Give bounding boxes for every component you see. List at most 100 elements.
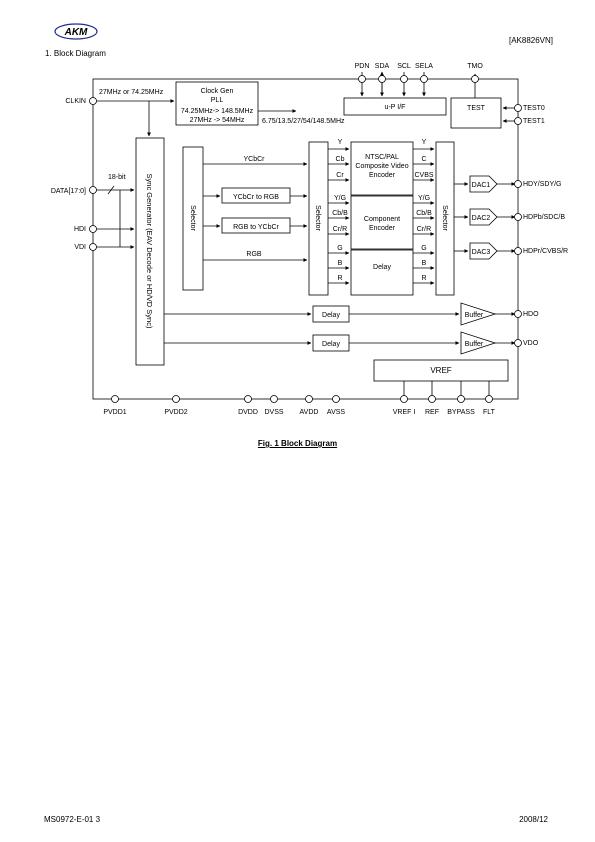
dac-selector-block <box>435 141 455 296</box>
input-selector-block <box>182 146 204 291</box>
akm-logo: AKM <box>54 23 98 40</box>
tmo-pin-label: TMO <box>467 63 483 70</box>
delay-block-rgb <box>350 249 414 296</box>
pin-avss <box>332 395 340 403</box>
pin-hdo <box>514 310 522 318</box>
rgb-to-ycbcr-block <box>221 217 291 234</box>
pin-avdd <box>305 395 313 403</box>
component-encoder-block <box>350 195 414 250</box>
bus-width-label: 18-bit <box>108 174 126 181</box>
sela-pin-label: SELA <box>415 63 433 70</box>
pin-tmo <box>471 75 479 83</box>
hdi-pin-label: HDI <box>74 226 86 233</box>
clock-gen-line4: 27MHz -> 54MHz <box>190 117 245 124</box>
dac2-block <box>469 208 498 226</box>
dac1-block <box>469 175 498 193</box>
pin-test0 <box>514 104 522 112</box>
ntsc-label-1: NTSC/PAL <box>365 154 399 161</box>
ycbcr-to-rgb-block <box>221 187 291 204</box>
figure-caption: Fig. 1 Block Diagram <box>257 439 338 448</box>
pin-dvss <box>270 395 278 403</box>
b-out-label: B <box>422 260 427 267</box>
dac1-out-pin-label: HDY/SDY/G <box>523 181 562 188</box>
hdo-buffer <box>460 302 497 326</box>
ycbcr-signal-label: YCbCr <box>243 156 265 163</box>
yg-out-label: Y/G <box>418 195 430 202</box>
footer-date: 2008/12 <box>519 815 548 824</box>
component-label-2: Encoder <box>369 225 396 232</box>
cb-in-label: Cb <box>336 156 345 163</box>
pin-test1 <box>514 117 522 125</box>
pin-pvdd1 <box>111 395 119 403</box>
cbb-out-label: Cb/B <box>416 210 432 217</box>
pin-scl <box>400 75 408 83</box>
up-if-block <box>343 97 447 116</box>
vdo-pin-label: VDO <box>523 340 539 347</box>
test-block <box>450 97 502 129</box>
ref-pin-label: REF <box>425 409 439 416</box>
pin-dac1-out <box>514 180 522 188</box>
pin-ref <box>428 395 436 403</box>
c-out-label: C <box>421 156 426 163</box>
r-out-label: R <box>421 275 426 282</box>
dac-selector-label: Selector <box>441 205 448 231</box>
dac3-label: DAC3 <box>472 249 491 256</box>
avdd-pin-label: AVDD <box>300 409 319 416</box>
hdo-pin-label: HDO <box>523 311 539 318</box>
component-label-1: Component <box>364 216 400 223</box>
section-title: 1. Block Diagram <box>45 49 106 58</box>
input-selector-label: Selector <box>189 205 196 231</box>
clock-gen-block <box>175 81 259 126</box>
pin-pvdd2 <box>172 395 180 403</box>
clock-input-note: 27MHz or 74.25MHz <box>99 89 164 96</box>
pin-flt <box>485 395 493 403</box>
rgb-to-ycbcr-label: RGB to YCbCr <box>233 224 279 231</box>
test-label: TEST <box>467 105 486 112</box>
clock-gen-line2: PLL <box>211 97 224 104</box>
footer-doc-id: MS0972-E-01 3 <box>44 815 101 824</box>
y-in-label: Y <box>338 139 343 146</box>
pin-vdi <box>89 243 97 251</box>
vref-block <box>373 359 509 382</box>
part-number: [AK8826VN] <box>508 36 553 45</box>
hdo-delay-label: Delay <box>322 312 340 319</box>
vdo-buffer-label: Buffer <box>465 341 484 348</box>
flt-pin-label: FLT <box>483 409 496 416</box>
ntsc-label-2: Composite Video <box>355 163 408 170</box>
pin-data <box>89 186 97 194</box>
pin-vrefi <box>400 395 408 403</box>
pin-sda <box>378 75 386 83</box>
cr-in-label: Cr <box>336 172 344 179</box>
ycbcr-to-rgb-label: YCbCr to RGB <box>233 194 279 201</box>
clkin-pin-label: CLKIN <box>65 98 86 105</box>
vdi-pin-label: VDI <box>74 244 86 251</box>
sync-generator-label: Sync Generator (EAV Decode or HD/VD Sync… <box>145 174 154 329</box>
data-pin-label: DATA[17:0] <box>51 188 86 195</box>
pin-sela <box>420 75 428 83</box>
logo-text: AKM <box>64 27 88 38</box>
ntsc-pal-encoder-block <box>350 141 414 196</box>
pin-clkin <box>89 97 97 105</box>
pdn-pin-label: PDN <box>355 63 370 70</box>
dac3-out-pin-label: HDPr/CVBS/R <box>523 248 568 255</box>
pin-hdi <box>89 225 97 233</box>
dac2-label: DAC2 <box>472 215 491 222</box>
g-out-label: G <box>421 245 426 252</box>
dvdd-pin-label: DVDD <box>238 409 258 416</box>
hdo-buffer-label: Buffer <box>465 312 484 319</box>
encoder-selector-label: Selector <box>314 205 321 231</box>
pin-pdn <box>358 75 366 83</box>
dac2-out-pin-label: HDPb/SDC/B <box>523 214 565 221</box>
cvbs-out-label: CVBS <box>414 172 433 179</box>
yg-in-label: Y/G <box>334 195 346 202</box>
test1-pin-label: TEST1 <box>523 118 545 125</box>
delay-rgb-label: Delay <box>373 264 391 271</box>
sda-pin-label: SDA <box>375 63 390 70</box>
encoder-selector-block <box>308 141 329 296</box>
b-in-label: B <box>338 260 343 267</box>
vref-label: VREF <box>430 366 451 375</box>
crr-out-label: Cr/R <box>417 226 431 233</box>
vrefi-pin-label: VREF I <box>393 409 416 416</box>
clock-gen-line1: Clock Gen <box>201 88 234 95</box>
